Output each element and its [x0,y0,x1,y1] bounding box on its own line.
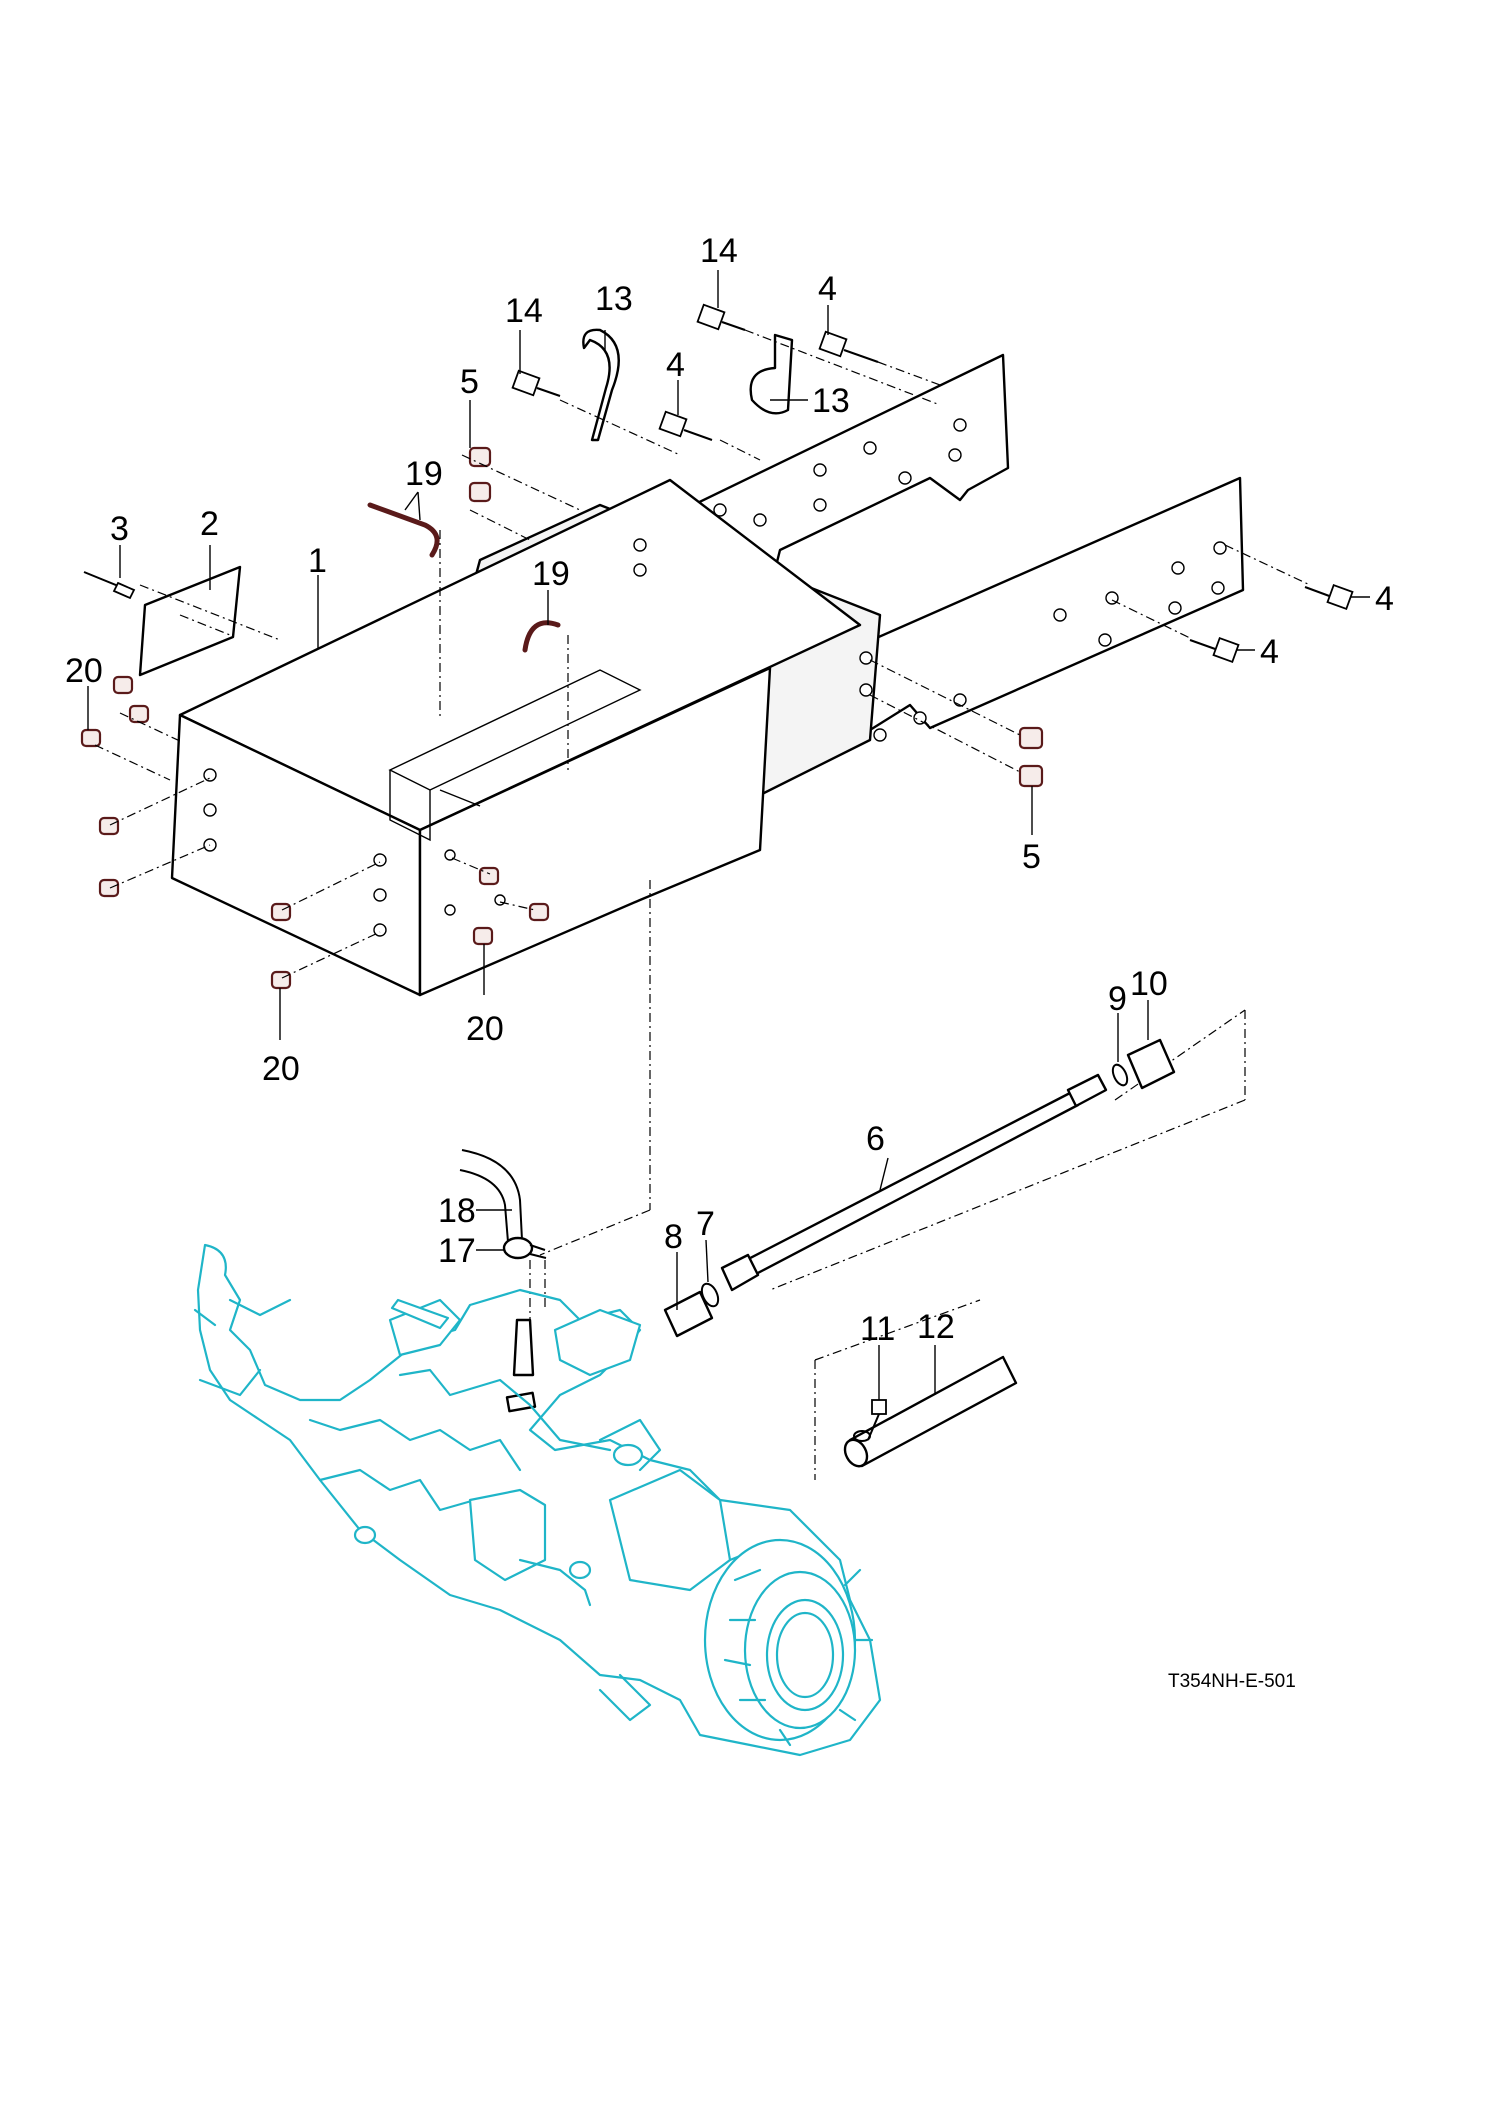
callout-3: 3 [110,510,129,548]
callout-20c: 20 [466,1010,504,1048]
frame-holes [203,418,1227,937]
part-2-plate [138,565,242,677]
callout-19a: 19 [405,455,443,493]
part-19-pin-upper [367,502,440,558]
part-3-rivet [83,571,136,600]
part-13-clip-left [582,328,620,442]
drawing-code: T354NH-E-501 [1168,1671,1296,1692]
callout-14b: 14 [700,232,738,270]
bolt-4-right-a [1304,583,1354,611]
callout-2: 2 [200,505,219,543]
part-13-clip-right [749,333,794,415]
callout-leaders [87,270,1370,1400]
part-17-clamp [502,1236,547,1260]
hose-assembly [459,1149,547,1413]
callout-14a: 14 [505,292,543,330]
callout-17: 17 [438,1232,476,1270]
callout-4c: 4 [1375,580,1394,618]
callout-13a: 13 [595,280,633,318]
callout-18: 18 [438,1192,476,1230]
callout-12: 12 [917,1308,955,1346]
axle-housing [193,1243,882,1757]
bolt-14-right [696,303,746,331]
part-19-pin-lower [522,620,561,653]
callout-4a: 4 [666,346,685,384]
callout-9: 9 [1108,980,1127,1018]
assembly-guide-lines [94,329,1311,1480]
shaft-assembly [663,1038,1176,1468]
part-10-sleeve [1126,1038,1176,1090]
bolt-4-top-b [818,330,879,363]
callout-8: 8 [664,1218,683,1256]
callout-6: 6 [866,1120,885,1158]
callout-13b: 13 [812,382,850,420]
callout-labels: 1 2 3 4 4 4 4 5 5 6 7 8 9 10 11 12 13 13… [65,232,1394,1348]
callout-20b: 20 [262,1050,300,1088]
part-6-shaft [725,1091,1080,1287]
main-frame [170,353,1245,997]
callout-7: 7 [696,1205,715,1243]
callout-4b: 4 [818,270,837,308]
bolt-4-right-b [1189,636,1240,664]
part-9-ring [1111,1063,1129,1087]
part-8-bush [663,1290,714,1338]
bolt-14-left [511,369,561,397]
callout-5b: 5 [1022,838,1041,876]
callout-1: 1 [308,542,327,580]
callout-11: 11 [860,1310,895,1348]
callout-19b: 19 [532,555,570,593]
part-18-hose [459,1149,523,1243]
bolts [511,303,1354,664]
callout-10: 10 [1130,965,1168,1003]
callout-20a: 20 [65,652,103,690]
bolt-4-top-a [658,410,713,441]
callout-5a: 5 [460,363,479,401]
callout-4d: 4 [1260,633,1279,671]
